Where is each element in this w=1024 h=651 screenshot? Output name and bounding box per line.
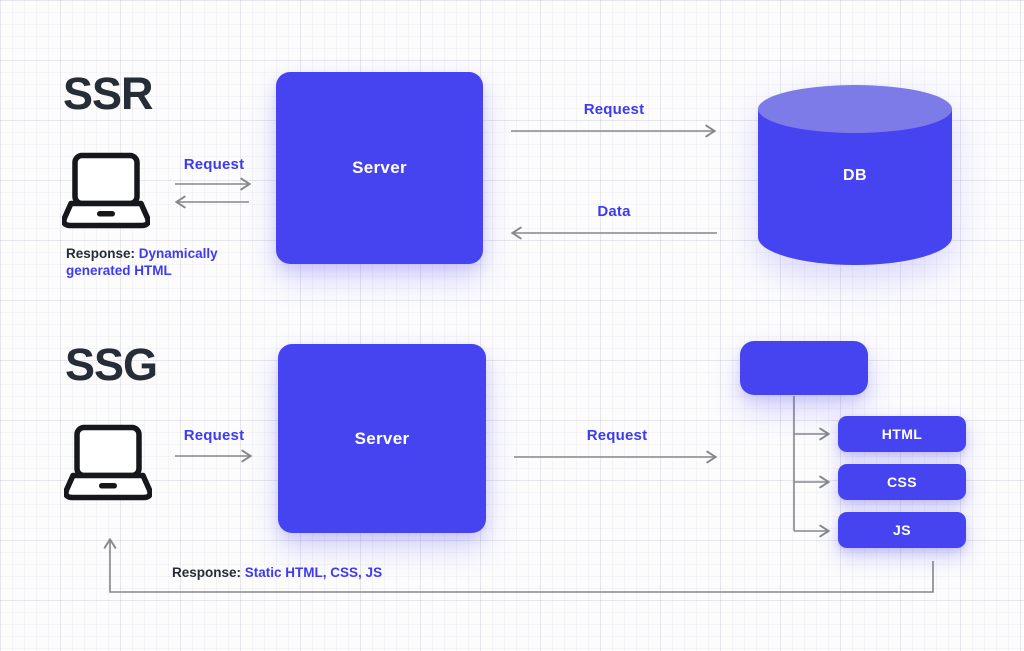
static-files-box (740, 341, 868, 395)
js-file-label: JS (893, 522, 911, 538)
html-file-label: HTML (881, 426, 923, 442)
database-icon: DB (758, 85, 952, 267)
ssr-section-title: SSR (63, 68, 154, 119)
ssr-db-data-label: Data (597, 203, 631, 220)
css-file-box: CSS (838, 464, 966, 500)
ssr-response-text: Response: Dynamically generated HTML (66, 246, 248, 280)
ssg-response-prefix: Response: (172, 565, 242, 580)
ssg-server-label: Server (354, 428, 410, 448)
ssg-client-request-label: Request (183, 427, 245, 444)
ssg-section-title: SSG (65, 339, 158, 390)
laptop-icon (63, 424, 153, 502)
laptop-icon (61, 152, 151, 230)
ssg-server-box: Server (278, 344, 486, 533)
css-file-label: CSS (887, 474, 917, 490)
js-file-box: JS (838, 512, 966, 548)
ssr-response-prefix: Response: (66, 246, 136, 261)
ssr-server-label: Server (352, 158, 407, 177)
ssg-response-value: Static HTML, CSS, JS (244, 565, 383, 580)
db-label: DB (843, 167, 867, 184)
ssr-response-value: Dynamically generated HTML (66, 246, 218, 278)
html-file-box: HTML (838, 416, 966, 452)
ssr-db-request-label: Request (583, 101, 645, 118)
ssg-static-request-label: Request (586, 427, 648, 444)
ssg-response-text: Response: Static HTML, CSS, JS (172, 565, 382, 582)
ssr-client-request-label: Request (183, 156, 245, 173)
ssr-server-box: Server (276, 72, 483, 264)
